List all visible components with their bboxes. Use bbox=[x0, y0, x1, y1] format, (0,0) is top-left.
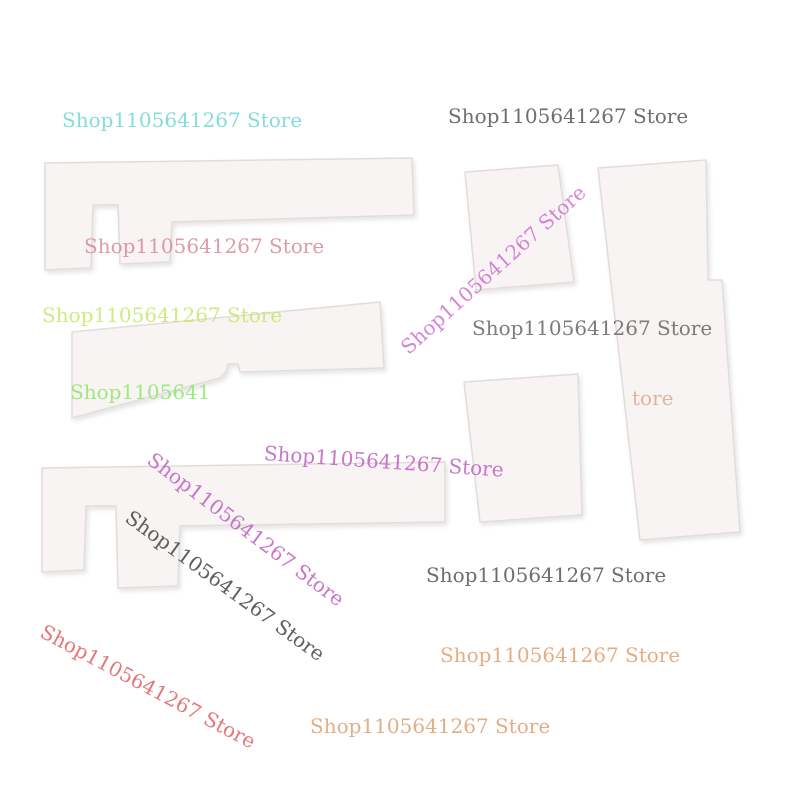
watermark-text: Shop1105641267 Store bbox=[310, 714, 551, 738]
pad-tall-strip bbox=[597, 159, 741, 541]
watermark-text: Shop1105641267 Store bbox=[448, 104, 689, 128]
pad-f-shape-top bbox=[44, 157, 415, 271]
watermark-text: Shop1105641267 Store bbox=[42, 303, 283, 327]
watermark-text: Shop1105641267 Store bbox=[472, 316, 713, 340]
watermark-text: Shop1105641 bbox=[70, 380, 211, 404]
pad-f-shape-bottom bbox=[41, 461, 446, 589]
watermark-text: tore bbox=[632, 386, 674, 410]
pad-small-rect-top bbox=[464, 164, 575, 291]
watermark-text: Shop1105641267 Store bbox=[426, 563, 667, 587]
pad-small-rect-bottom bbox=[463, 373, 583, 523]
watermark-text: Shop1105641267 Store bbox=[84, 234, 325, 258]
watermark-text: Shop1105641267 Store bbox=[62, 108, 303, 132]
pad-notched-middle bbox=[71, 301, 385, 419]
watermark-text: Shop1105641267 Store bbox=[440, 643, 681, 667]
